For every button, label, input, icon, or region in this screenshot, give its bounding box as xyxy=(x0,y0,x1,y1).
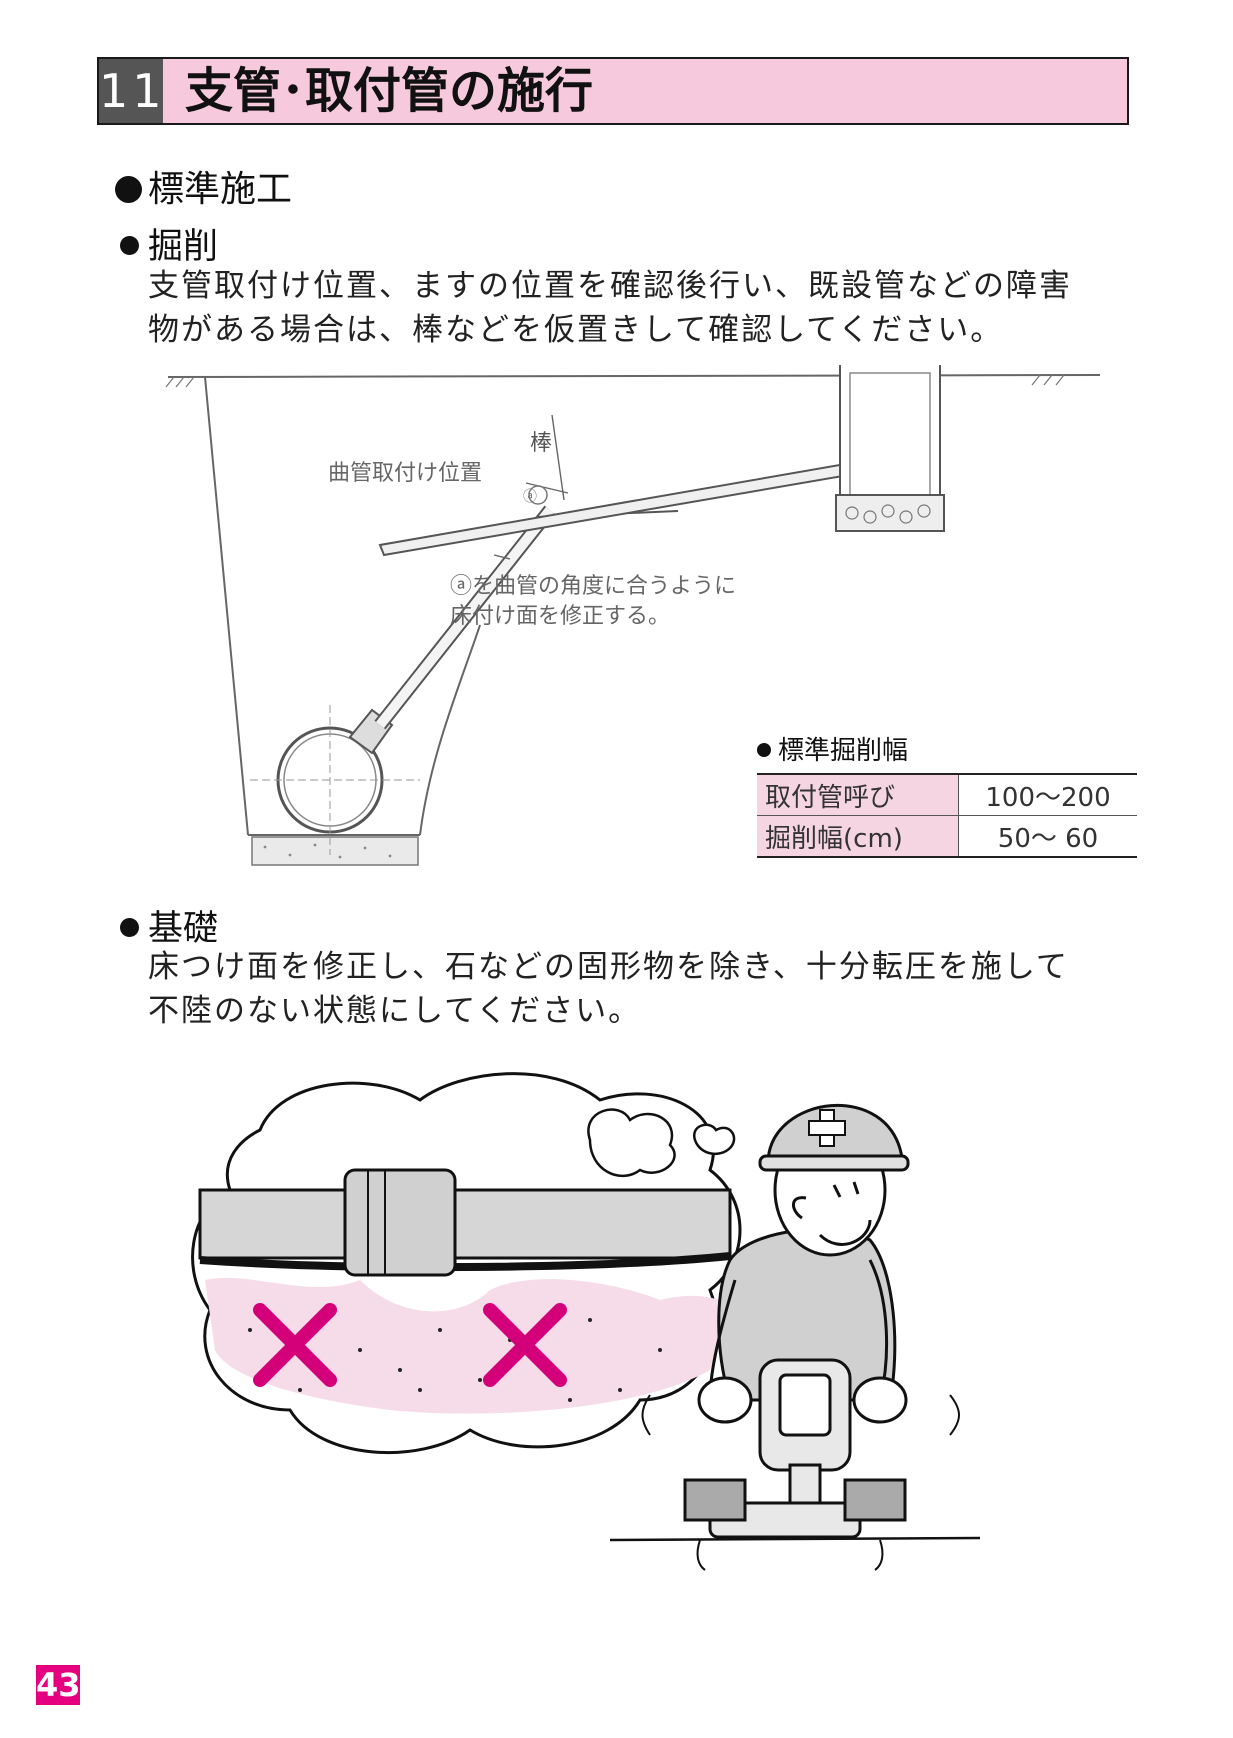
bullet-icon xyxy=(120,918,139,937)
foundation-line-1: 床つけ面を修正し、石などの固形物を除き、十分転圧を施して xyxy=(148,949,1069,985)
excavation-line-2: 物がある場合は、棒などを仮置きして確認してください。 xyxy=(148,312,1004,348)
excavation-heading-text: 掘削 xyxy=(148,227,219,267)
diagram-label-rod: 棒 xyxy=(530,431,552,456)
excavation-heading: 掘削 xyxy=(120,218,218,269)
foundation-heading: 基礎 xyxy=(120,900,218,951)
section-title-bar: 11 支管･取付管の施行 xyxy=(97,57,1129,125)
table-cell-value: 100～200 xyxy=(958,774,1137,816)
width-table: 取付管呼び 100～200 掘削幅(cm) 50～ 60 xyxy=(757,773,1137,858)
diagram-note-line-2: 床付け面を修正する。 xyxy=(450,604,670,629)
excavation-diagram: 棒 曲管取付け位置 ⓐ ⓐを曲管の角度に合うように 床付け面を修正する。 xyxy=(165,365,1101,866)
foundation-line-2: 不陸のない状態にしてください。 xyxy=(148,993,642,1029)
section-heading-text: 標準施工 xyxy=(148,169,293,210)
table-row: 取付管呼び 100～200 xyxy=(757,774,1137,816)
bullet-icon xyxy=(115,176,142,203)
excavation-width-table: 標準掘削幅 取付管呼び 100～200 掘削幅(cm) 50～ 60 xyxy=(757,730,1137,858)
diagram-note-line-1: ⓐを曲管の角度に合うように xyxy=(450,574,736,599)
section-heading: 標準施工 xyxy=(115,160,292,212)
table-cell-label: 掘削幅(cm) xyxy=(757,815,959,858)
diagram-label-a: ⓐ xyxy=(523,489,537,505)
foundation-paragraph: 床つけ面を修正し、石などの固形物を除き、十分転圧を施して 不陸のない状態にしてく… xyxy=(148,945,1069,1033)
foundation-heading-text: 基礎 xyxy=(148,909,219,949)
bullet-icon xyxy=(120,236,139,255)
section-number: 11 xyxy=(99,59,163,123)
excavation-paragraph: 支管取付け位置、ますの位置を確認後行い、既設管などの障害 物がある場合は、棒など… xyxy=(148,264,1072,352)
foundation-illustration xyxy=(191,1072,981,1571)
table-row: 掘削幅(cm) 50～ 60 xyxy=(757,815,1137,858)
page-title: 支管･取付管の施行 xyxy=(185,63,594,119)
table-cell-label: 取付管呼び xyxy=(757,774,959,816)
table-cell-value: 50～ 60 xyxy=(958,815,1137,858)
page-number: 43 xyxy=(36,1665,81,1705)
diagram-label-bend: 曲管取付け位置 xyxy=(328,461,482,486)
bullet-icon xyxy=(757,743,771,757)
table-title-text: 標準掘削幅 xyxy=(778,736,909,766)
table-title: 標準掘削幅 xyxy=(757,730,1137,767)
excavation-line-1: 支管取付け位置、ますの位置を確認後行い、既設管などの障害 xyxy=(148,268,1072,304)
